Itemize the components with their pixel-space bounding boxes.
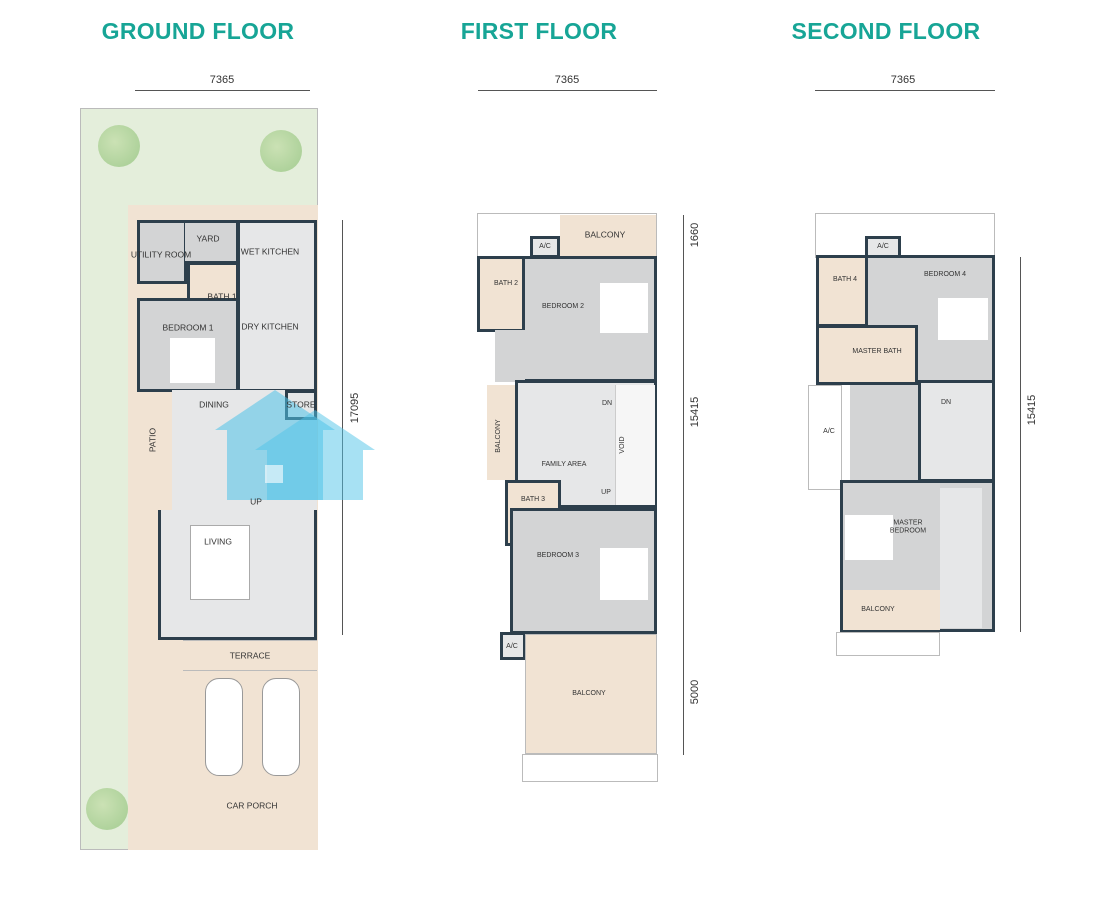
tree [98,125,140,167]
wardrobe [940,488,982,628]
dn-label: DN [601,400,613,408]
bed [170,338,215,383]
utility-room-label: UTILITY ROOM [130,249,192,260]
utility-room [137,220,187,284]
bath-3-label: BATH 3 [521,496,545,504]
ac-label: A/C [506,643,518,651]
second-floor-title: SECOND FLOOR [791,18,981,44]
ac-label: A/C [877,243,889,251]
car [262,678,300,776]
bedroom-1-label: BEDROOM 1 [162,322,214,333]
bedroom-2 [522,256,657,382]
balcony-left-label: BALCONY [495,419,503,453]
balcony [843,590,940,630]
depth-dimension-3: 5000 [689,679,701,705]
house-watermark-icon [215,390,375,500]
ac-ledge [500,632,526,660]
master-bath-label: MASTER BATH [852,348,902,356]
roof-outline [815,213,995,258]
width-dimension: 7365 [554,74,580,86]
dn-label: DN [940,399,952,407]
sofa-set [190,525,250,600]
width-dimension: 7365 [890,74,916,86]
balcony-bottom [525,634,657,754]
ac-ledge-side [808,385,842,490]
dining-label: DINING [199,399,229,410]
tree [86,788,128,830]
depth-dimension-line [342,220,343,635]
width-dimension: 7365 [209,74,235,86]
staircase [918,380,995,482]
master-bath [816,325,918,385]
terrace-label: TERRACE [229,650,271,661]
yard-label: YARD [196,233,220,244]
balcony-top [560,215,656,257]
width-dimension-line [135,90,310,91]
balcony-left [487,385,517,480]
bed [600,283,648,333]
dry-kitchen-label: DRY KITCHEN [241,321,299,332]
wardrobe [495,330,525,382]
balcony-label: BALCONY [861,606,895,614]
bath-2 [477,256,525,332]
ground-floor-title: GROUND FLOOR [101,18,295,44]
void-label: VOID [619,436,627,454]
walk-in-wardrobe [850,385,918,480]
bed [845,515,893,560]
wet-kitchen-label: WET KITCHEN [240,246,300,257]
master-bedroom-label: MASTER BEDROOM [889,519,927,534]
ac-label: A/C [539,243,551,251]
store-label: STORE [286,399,316,410]
bath-2-label: BATH 2 [494,280,518,288]
tree [260,130,302,172]
depth-dimension-line [1020,257,1021,632]
void [615,385,655,505]
up-label: UP [601,489,611,497]
first-floor-title: FIRST FLOOR [460,18,618,44]
bath-4-label: BATH 4 [833,276,857,284]
balcony-bottom-label: BALCONY [572,690,606,698]
width-dimension-line [815,90,995,91]
terrace [183,640,317,670]
planter [522,754,658,782]
car-porch-label: CAR PORCH [226,800,278,811]
car [205,678,243,776]
width-dimension-line [478,90,657,91]
living-label: LIVING [204,536,232,547]
depth-dimension-line [683,215,684,755]
bath-1-label: BATH 1 [207,291,237,302]
bedroom-2-label: BEDROOM 2 [541,303,585,311]
ac-label: A/C [823,428,835,436]
bed [938,298,988,340]
depth-dimension-1: 1660 [689,222,701,248]
bedroom-3-label: BEDROOM 3 [536,552,580,560]
depth-dimension: 15415 [1026,394,1038,426]
up-label: UP [250,496,262,507]
bath-4 [816,255,868,327]
depth-dimension-2: 15415 [689,396,701,428]
family-area-label: FAMILY AREA [541,461,587,469]
patio-label: PATIO [147,427,158,453]
balcony-top-label: BALCONY [584,229,626,240]
bed [600,548,648,600]
bedroom-4-label: BEDROOM 4 [923,271,967,279]
planter [836,632,940,656]
